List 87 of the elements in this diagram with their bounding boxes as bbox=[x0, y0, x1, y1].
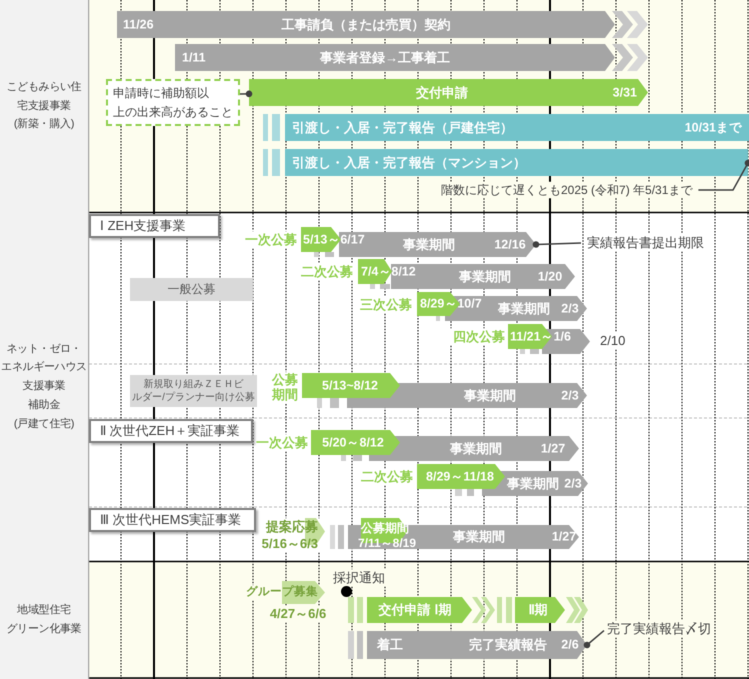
schedule-bar bbox=[175, 44, 615, 71]
leader-line bbox=[584, 630, 604, 648]
date-label: 2/3 bbox=[561, 388, 579, 403]
date-label: 2/10 bbox=[600, 333, 626, 349]
phase-label: 事業期間 bbox=[453, 529, 505, 545]
phase-label: 事業期間 bbox=[498, 300, 550, 316]
phase-label: 交付申請 bbox=[416, 84, 468, 100]
program-heading: Ⅰ ZEH支援事業 bbox=[100, 217, 186, 235]
date-label: 2/3 bbox=[561, 301, 579, 316]
phase-label: 交付申請 Ⅰ期 bbox=[378, 602, 452, 618]
date-label: 1/27 bbox=[552, 530, 576, 544]
round-label: 二次公募 bbox=[361, 469, 413, 485]
phase-label: 引渡し・入居・完了報告（戸建住宅） bbox=[292, 120, 513, 136]
phase-label: 事業期間 bbox=[507, 476, 559, 492]
program-heading-panel bbox=[89, 214, 220, 238]
round-label: 一次公募 bbox=[256, 435, 308, 451]
application-period-bar bbox=[367, 597, 472, 623]
category-header-panel bbox=[0, 0, 88, 212]
phase-label: 完了実績報告 bbox=[469, 637, 547, 653]
application-period-bar bbox=[311, 430, 400, 455]
program-heading: Ⅲ 次世代HEMS実証事業 bbox=[100, 511, 242, 529]
date-label: 3/31 bbox=[612, 85, 637, 100]
application-period-bar bbox=[417, 464, 505, 489]
date-label: 10/31まで bbox=[684, 120, 742, 135]
date-label: 1/27 bbox=[540, 441, 566, 456]
project-period-bar bbox=[391, 264, 575, 289]
phase-label: 事業期間 bbox=[459, 268, 511, 284]
handover-period-bar bbox=[285, 114, 749, 141]
project-period-bar bbox=[542, 329, 590, 354]
phase-label: 引渡し・入居・完了報告（マンション） bbox=[292, 154, 526, 170]
leader-line bbox=[240, 90, 252, 98]
round-label: 公募期間 bbox=[272, 373, 298, 403]
round-label: 一次公募 bbox=[245, 232, 297, 248]
handover-period-bar bbox=[285, 149, 748, 176]
date-label: 2/6 bbox=[561, 638, 579, 652]
past-period-bar bbox=[282, 581, 325, 604]
program-heading: Ⅱ 次世代ZEH＋実証事業 bbox=[100, 422, 240, 440]
schedule-bar bbox=[117, 11, 615, 38]
category-tag-panel bbox=[130, 278, 253, 301]
program-heading-panel bbox=[89, 508, 256, 532]
date-label: 1/20 bbox=[538, 269, 562, 284]
leader-line bbox=[532, 241, 582, 248]
date-label: 5/13～6/17 bbox=[303, 232, 365, 247]
phase-label: 事業期間 bbox=[403, 236, 455, 252]
date-label: 5/20～8/12 bbox=[322, 435, 384, 450]
date-label: 7/4～8/12 bbox=[361, 264, 416, 279]
category-tag-text: 一般公募 bbox=[168, 281, 216, 298]
date-label: 4/27～6/6 bbox=[270, 606, 326, 622]
milestone-dot-icon bbox=[341, 586, 352, 597]
deadline-note: 完了実績報告〆切 bbox=[607, 621, 711, 637]
date-label: 11/21～1/6 bbox=[510, 329, 571, 344]
application-period-bar bbox=[302, 373, 400, 398]
round-label: 二次公募 bbox=[301, 264, 353, 280]
project-period-bar bbox=[445, 296, 587, 321]
round-label: 三次公募 bbox=[360, 297, 412, 313]
date-label: 8/29～10/7 bbox=[420, 296, 482, 312]
deadline-note: 実績報告書提出期限 bbox=[587, 235, 704, 251]
date-label: 8/29～11/18 bbox=[426, 469, 494, 484]
round-label: 提案応募 bbox=[266, 519, 318, 535]
deadline-note: 階数に応じて遅くとも2025 (令和7) 年5/31まで bbox=[441, 182, 692, 198]
category-header-panel bbox=[0, 561, 88, 679]
phase-label: 工事請負（または売買）契約 bbox=[282, 16, 450, 32]
project-period-bar bbox=[339, 232, 536, 257]
round-label: 四次公募 bbox=[453, 329, 505, 345]
program-heading-panel bbox=[89, 419, 253, 443]
phase-label: 事業者登録→工事着工 bbox=[320, 50, 450, 66]
phase-label: 着工 bbox=[377, 637, 403, 653]
date-label: 5/13~8/12 bbox=[322, 378, 378, 393]
date-label: 11/26 bbox=[123, 17, 154, 32]
project-period-bar bbox=[367, 631, 587, 659]
milestone-label: 採択通知 bbox=[333, 570, 385, 586]
date-label: 5/16～6/3 bbox=[262, 536, 318, 552]
category-title: こどもみらい住宅支援事業(新築・購入) bbox=[6, 80, 82, 132]
phase-label: Ⅱ期 bbox=[528, 602, 548, 618]
round-label: グループ募集 bbox=[246, 586, 318, 600]
phase-label: 事業期間 bbox=[450, 440, 502, 456]
note-callout bbox=[106, 79, 240, 126]
date-label: 12/16 bbox=[494, 237, 526, 252]
date-label: 1/11 bbox=[182, 50, 206, 65]
date-label: 2/3 bbox=[564, 476, 582, 491]
phase-label: 事業期間 bbox=[464, 388, 516, 404]
category-title: ネット・ゼロ・エネルギーハウス支援事業補助金(戸建て住宅) bbox=[1, 342, 87, 432]
category-tag-text: 新規取り組みＺＥＨビルダー/プランナー向け公募 bbox=[132, 378, 255, 404]
application-period-bar bbox=[249, 79, 648, 106]
leader-line bbox=[698, 160, 749, 191]
category-title: 地域型住宅グリーン化事業 bbox=[6, 602, 82, 637]
note-text: 申請時に補助額以上の出来高があること bbox=[113, 84, 233, 120]
